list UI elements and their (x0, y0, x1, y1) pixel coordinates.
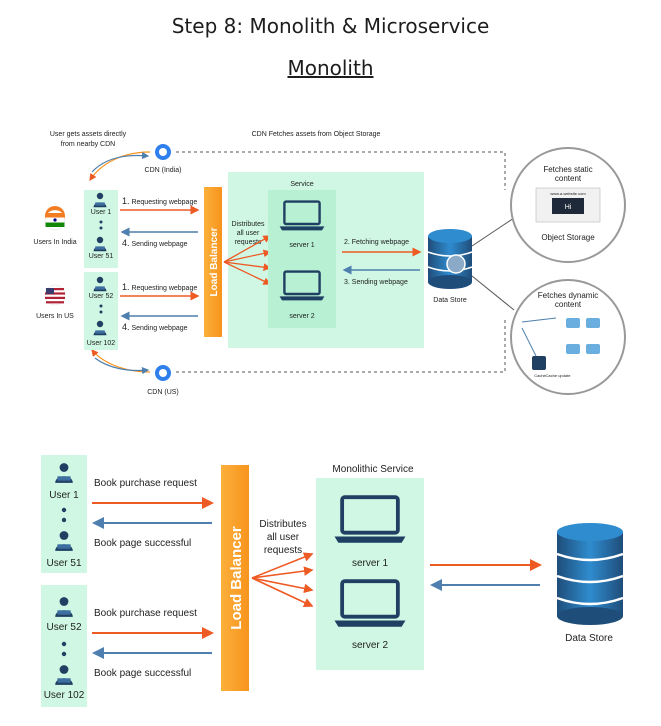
service-box (316, 478, 424, 670)
cdn-note-2: from nearby CDN (61, 141, 115, 148)
shard-icon (566, 344, 580, 354)
cdn-us-label: CDN (US) (147, 389, 179, 396)
user-label: User 51 (46, 558, 81, 569)
cache-icon (532, 356, 546, 370)
user-label: User 1 (91, 209, 112, 216)
server1-label: server 1 (352, 558, 389, 569)
bottom-diagram: User 1 User 51 User 52 User 102 Book pur… (41, 455, 624, 707)
success-label: Book page successful (94, 538, 191, 549)
static-title-2: content (555, 174, 582, 183)
browser-panel (552, 198, 584, 214)
dynamic-title: Fetches dynamic (538, 291, 598, 300)
database-icon (556, 523, 624, 625)
service-label: Service (290, 181, 313, 188)
region-us: Users In US (36, 313, 74, 320)
user-label: User 102 (44, 690, 85, 701)
distribute-arrow (223, 261, 272, 285)
object-storage-label: Object Storage (541, 233, 595, 242)
connector (471, 217, 515, 247)
cdn-india-arrow-2 (91, 151, 150, 173)
india-flag-icon (44, 206, 66, 231)
load-balancer (204, 187, 222, 337)
send-label: 4. Sending webpage (122, 238, 188, 248)
cdn-us: CDN (US) (147, 365, 179, 396)
success-label: Book page successful (94, 668, 191, 679)
cdn-fetch-note: CDN Fetches assets from Object Storage (252, 131, 381, 138)
distribute-arrow (251, 577, 314, 607)
distribute-arrow (251, 566, 314, 579)
dynamic-content-panel: Fetches dynamic content Cache Cache upda… (510, 279, 626, 395)
data-store-label: Data Store (433, 297, 467, 304)
purchase-label: Book purchase request (94, 478, 197, 489)
cache-label: Cache (534, 373, 546, 378)
distribute-arrow (223, 235, 272, 263)
cdn-india-link (176, 151, 506, 190)
distributes-label: Distributes (231, 221, 265, 228)
top-diagram: User gets assets directly from nearby CD… (33, 131, 626, 396)
distributes-label-3: requests (264, 545, 302, 556)
shard-icon (586, 344, 600, 354)
section-title: Monolith (287, 56, 374, 80)
shard-icon (566, 318, 580, 328)
distribute-arrow (251, 577, 314, 594)
user-label: User 52 (89, 293, 114, 300)
distributes-label: Distributes (259, 519, 306, 530)
purchase-label: Book purchase request (94, 608, 197, 619)
dynamic-title-2: content (555, 300, 582, 309)
distributes-label-3: requests (235, 239, 262, 246)
distribute-arrow (251, 552, 314, 579)
cdn-us-arrow-2 (94, 357, 150, 375)
fetching-label: 2. Fetching webpage (344, 239, 409, 246)
request-label: 1. Requesting webpage (122, 282, 197, 292)
user-label: User 52 (46, 622, 81, 633)
cdn-note: User gets assets directly (50, 131, 127, 138)
server2-label: server 2 (289, 313, 314, 320)
load-balancer (221, 465, 249, 691)
distributes-label-2: all user (237, 230, 260, 237)
distribute-arrow (223, 249, 272, 263)
request-label: 1. Requesting webpage (122, 196, 197, 206)
cdn-india: CDN (India) (145, 144, 182, 174)
shard-icon (586, 318, 600, 328)
server1-label: server 1 (289, 242, 314, 249)
dynamic-connector (521, 327, 537, 357)
user-label: User 51 (89, 253, 114, 260)
user-label: User 102 (87, 340, 116, 347)
browser-text: Hi (565, 204, 572, 211)
server-stack (268, 190, 336, 328)
data-store-label: Data Store (565, 633, 613, 644)
static-content-panel: Fetches static content www.a-website.com… (510, 147, 626, 263)
static-title: Fetches static (543, 165, 592, 174)
browser-url: www.a-website.com (550, 191, 586, 196)
cdn-us-link (176, 320, 506, 373)
us-flag-icon (44, 284, 66, 306)
database-icon (427, 229, 473, 289)
cache-update-label: Cache update (546, 373, 572, 378)
server2-label: server 2 (352, 640, 389, 651)
connector (471, 275, 515, 311)
distributes-label-2: all user (267, 532, 300, 543)
send-label: 4. Sending webpage (122, 322, 188, 332)
load-balancer-label: Load Balancer (209, 227, 220, 296)
user-group-1 (41, 455, 87, 573)
service-label: Monolithic Service (332, 464, 414, 475)
dynamic-connector (521, 317, 557, 323)
distribute-arrow (223, 261, 272, 272)
page-title: Step 8: Monolith & Microservice (171, 14, 490, 38)
cdn-india-label: CDN (India) (145, 167, 182, 174)
region-india: Users In India (33, 239, 76, 246)
load-balancer-label: Load Balancer (228, 526, 245, 630)
sending-back-label: 3. Sending webpage (344, 279, 408, 286)
user-label: User 1 (49, 490, 79, 501)
